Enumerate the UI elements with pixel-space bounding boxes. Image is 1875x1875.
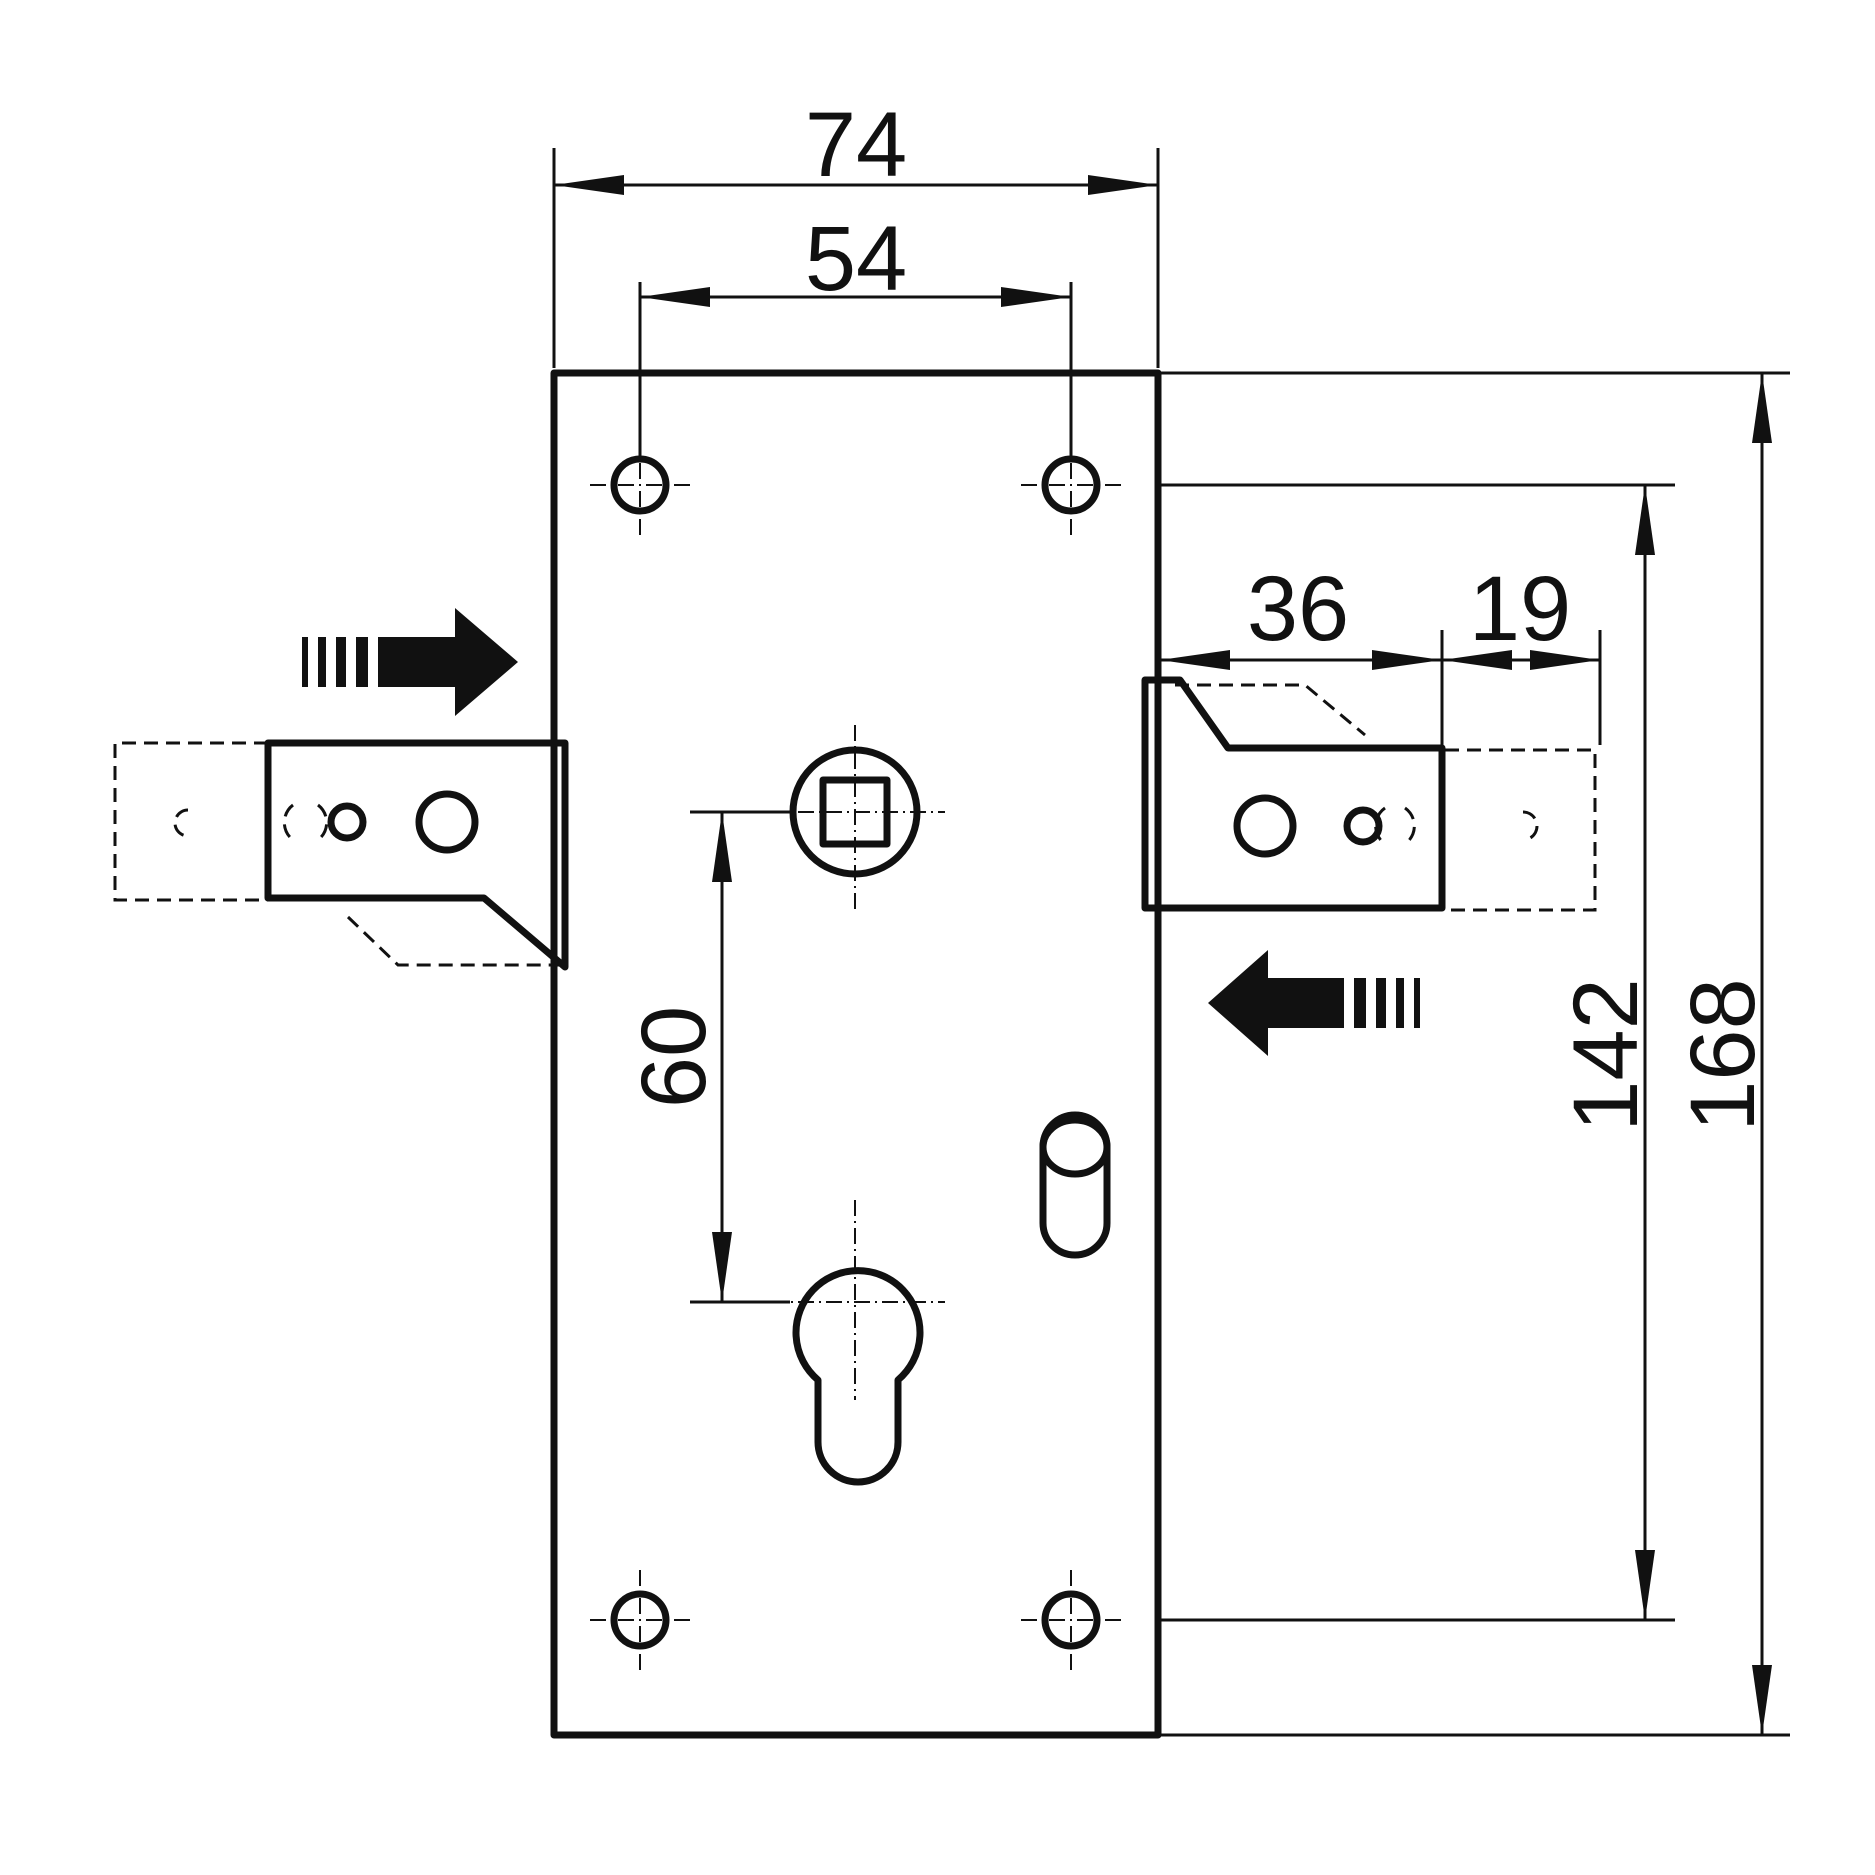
dimension-screw-spacing-vertical: 142 bbox=[1160, 483, 1675, 1622]
latch-slot bbox=[1039, 1111, 1111, 1259]
dimension-overall-width: 74 bbox=[552, 94, 1160, 368]
right-bolt-ghost-outline bbox=[1445, 748, 1597, 912]
left-bolt-ghost-hole bbox=[173, 808, 189, 838]
dimension-overall-height: 168 bbox=[1160, 371, 1790, 1737]
left-bolt-ghost-outline bbox=[113, 741, 268, 902]
right-bolt-ghost-bevel bbox=[1175, 683, 1366, 737]
spindle-follower bbox=[690, 725, 945, 910]
dim-label-36: 36 bbox=[1247, 558, 1349, 660]
dimension-screw-spacing-horizontal: 54 bbox=[638, 208, 1073, 460]
dim-label-19: 19 bbox=[1469, 558, 1571, 660]
screw-hole-bottom-left bbox=[590, 1570, 690, 1670]
dimension-backset-spacing: 60 bbox=[623, 812, 732, 1302]
left-bolt-hole-large bbox=[415, 790, 479, 854]
arrow-left-icon bbox=[1208, 950, 1420, 1056]
dimension-bolt-throw: 36 19 bbox=[1160, 558, 1602, 745]
left-bolt bbox=[113, 739, 569, 971]
right-bolt-hole-small bbox=[1343, 806, 1383, 846]
euro-cylinder-cutout bbox=[690, 1200, 945, 1486]
screw-hole-bottom-right bbox=[1021, 1570, 1121, 1670]
dim-label-142: 142 bbox=[1555, 978, 1657, 1132]
left-bolt-hole-ghost bbox=[282, 803, 329, 842]
right-bolt-hole-large bbox=[1233, 794, 1297, 858]
arrow-right-icon bbox=[302, 608, 518, 716]
dim-label-168: 168 bbox=[1672, 978, 1774, 1132]
right-bolt-body bbox=[1141, 676, 1446, 912]
right-bolt bbox=[1141, 676, 1597, 912]
dim-label-60: 60 bbox=[623, 1006, 725, 1108]
left-bolt-ghost-bevel bbox=[346, 915, 560, 967]
right-bolt-hole-ghost bbox=[1374, 806, 1416, 846]
left-bolt-body bbox=[264, 739, 569, 971]
lock-plate bbox=[550, 369, 1162, 1739]
dim-label-54: 54 bbox=[805, 208, 907, 310]
right-bolt-ghost-hole bbox=[1522, 810, 1539, 842]
left-bolt-hole-small bbox=[327, 802, 367, 842]
dim-label-74: 74 bbox=[805, 94, 907, 196]
